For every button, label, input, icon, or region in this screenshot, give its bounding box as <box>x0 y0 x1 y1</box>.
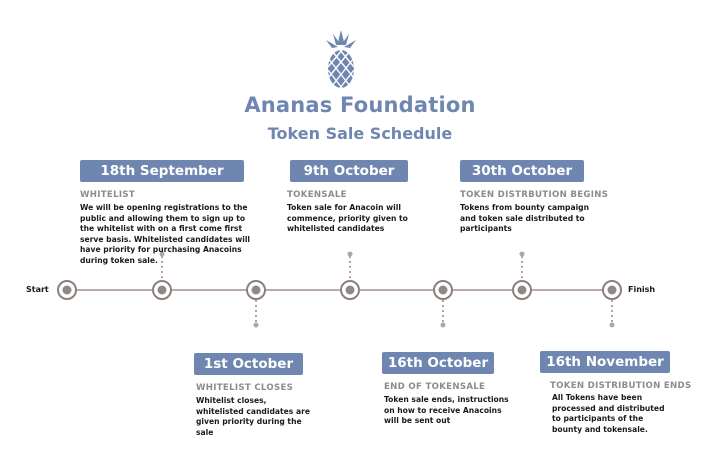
date-badge-18th-september: 18th September <box>80 160 244 182</box>
event-desc-token-distribution-begins: Tokens from bounty campaign and token sa… <box>460 203 590 234</box>
start-label: Start <box>26 285 49 294</box>
connector-cap-16th-october <box>440 322 446 328</box>
event-desc-whitelist: We will be opening registrations to the … <box>80 203 251 265</box>
connector-cap-18th-september <box>159 251 165 257</box>
finish-label: Finish <box>628 285 656 294</box>
pineapple-logo-icon <box>326 30 356 89</box>
event-title-token-distribution-ends: TOKEN DISTRIBUTION ENDS <box>550 381 692 391</box>
node-finish <box>602 280 622 300</box>
node-1st-october <box>246 280 266 300</box>
event-desc-tokensale: Token sale for Anacoin will commence, pr… <box>287 203 408 234</box>
connector-cap-30th-october <box>519 251 525 257</box>
schedule-title: Token Sale Schedule <box>267 124 453 143</box>
event-title-whitelist-closes: WHITELIST CLOSES <box>196 383 294 393</box>
node-30th-october <box>512 280 532 300</box>
event-title-token-distribution-begins: TOKEN DISTRBUTION BEGINS <box>460 190 609 200</box>
date-badge-30th-october: 30th October <box>460 160 584 182</box>
connector-cap-9th-october <box>347 251 353 257</box>
event-desc-whitelist-closes: Whitelist closes, whitelisted candidates… <box>196 396 310 437</box>
event-desc-token-distribution-ends: All Tokens have been processed and distr… <box>552 393 665 434</box>
event-title-whitelist: WHITELIST <box>80 190 136 200</box>
node-18th-september <box>152 280 172 300</box>
node-16th-october <box>433 280 453 300</box>
date-badge-1st-october: 1st October <box>194 353 303 375</box>
event-desc-end-of-tokensale: Token sale ends, instructions on how to … <box>384 395 509 426</box>
connector-cap-16th-november <box>609 322 615 328</box>
date-badge-9th-october: 9th October <box>290 160 408 182</box>
org-name: Ananas Foundation <box>244 93 476 117</box>
node-9th-october <box>340 280 360 300</box>
connector-cap-1st-october <box>253 322 259 328</box>
event-title-tokensale: TOKENSALE <box>287 190 347 200</box>
node-start <box>57 280 77 300</box>
date-badge-16th-november: 16th November <box>540 351 670 373</box>
event-title-end-of-tokensale: END OF TOKENSALE <box>384 382 486 392</box>
date-badge-16th-october: 16th October <box>382 352 494 374</box>
